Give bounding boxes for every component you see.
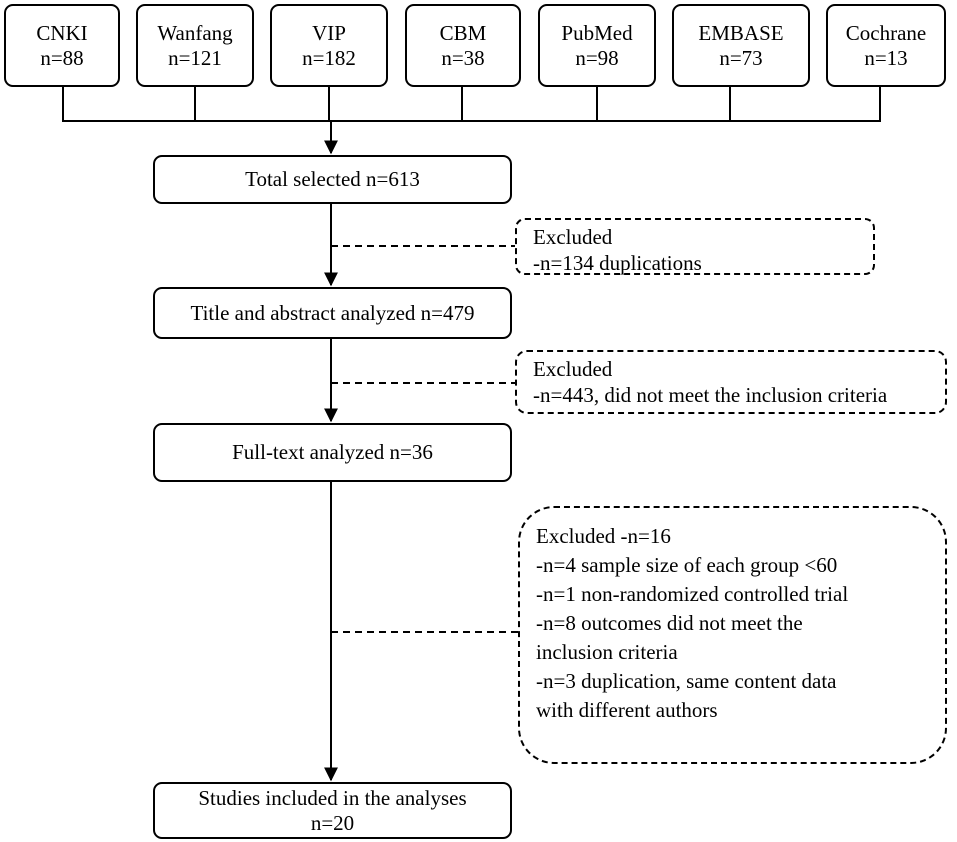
excluded-reason: -n=1 non-randomized controlled trial: [536, 582, 849, 606]
source-count: n=98: [575, 45, 619, 70]
source-name: CNKI: [36, 20, 88, 45]
full-text-label: Full-text analyzed n=36: [232, 440, 433, 464]
source-name: EMBASE: [698, 20, 784, 45]
excluded-title: Excluded -n=16: [536, 524, 671, 548]
excluded-reason: -n=8 outcomes did not meet the: [536, 611, 803, 635]
source-box-vip: VIP n=182: [270, 4, 388, 87]
source-box-cbm: CBM n=38: [405, 4, 521, 87]
excluded-title: Excluded: [533, 357, 613, 381]
excluded-reason: -n=443, did not meet the inclusion crite…: [533, 383, 888, 407]
included-count: n=20: [310, 810, 355, 835]
source-count: n=73: [719, 45, 763, 70]
full-text-box: Full-text analyzed n=36: [153, 423, 512, 482]
excluded-reason: -n=3 duplication, same content data: [536, 669, 837, 693]
source-box-pubmed: PubMed n=98: [538, 4, 656, 87]
source-count: n=88: [40, 45, 84, 70]
total-selected-box: Total selected n=613: [153, 155, 512, 204]
excluded-reason: inclusion criteria: [536, 640, 678, 664]
source-count: n=121: [168, 45, 222, 70]
source-name: CBM: [439, 20, 487, 45]
source-name: VIP: [312, 20, 346, 45]
source-count: n=38: [441, 45, 485, 70]
source-name: Wanfang: [157, 20, 233, 45]
title-abstract-box: Title and abstract analyzed n=479: [153, 287, 512, 339]
excluded-reason: with different authors: [536, 698, 718, 722]
excluded-criteria-box: Excluded -n=443, did not meet the inclus…: [515, 350, 947, 414]
source-box-embase: EMBASE n=73: [672, 4, 810, 87]
excluded-reason: -n=134 duplications: [533, 251, 702, 275]
title-abstract-label: Title and abstract analyzed n=479: [190, 300, 475, 325]
excluded-full-text-box: Excluded -n=16 -n=4 sample size of each …: [518, 506, 947, 764]
included-label: Studies included in the analyses: [198, 785, 467, 810]
source-box-wanfang: Wanfang n=121: [136, 4, 254, 87]
included-box: Studies included in the analyses n=20: [153, 782, 512, 839]
source-count: n=182: [302, 45, 356, 70]
source-name: PubMed: [561, 20, 633, 45]
source-name: Cochrane: [845, 20, 927, 45]
source-count: n=13: [864, 45, 908, 70]
excluded-reason: -n=4 sample size of each group <60: [536, 553, 838, 577]
excluded-duplicates-box: Excluded -n=134 duplications: [515, 218, 875, 275]
excluded-title: Excluded: [533, 225, 613, 249]
source-box-cnki: CNKI n=88: [4, 4, 120, 87]
source-box-cochrane: Cochrane n=13: [826, 4, 946, 87]
total-selected-label: Total selected n=613: [245, 167, 420, 191]
